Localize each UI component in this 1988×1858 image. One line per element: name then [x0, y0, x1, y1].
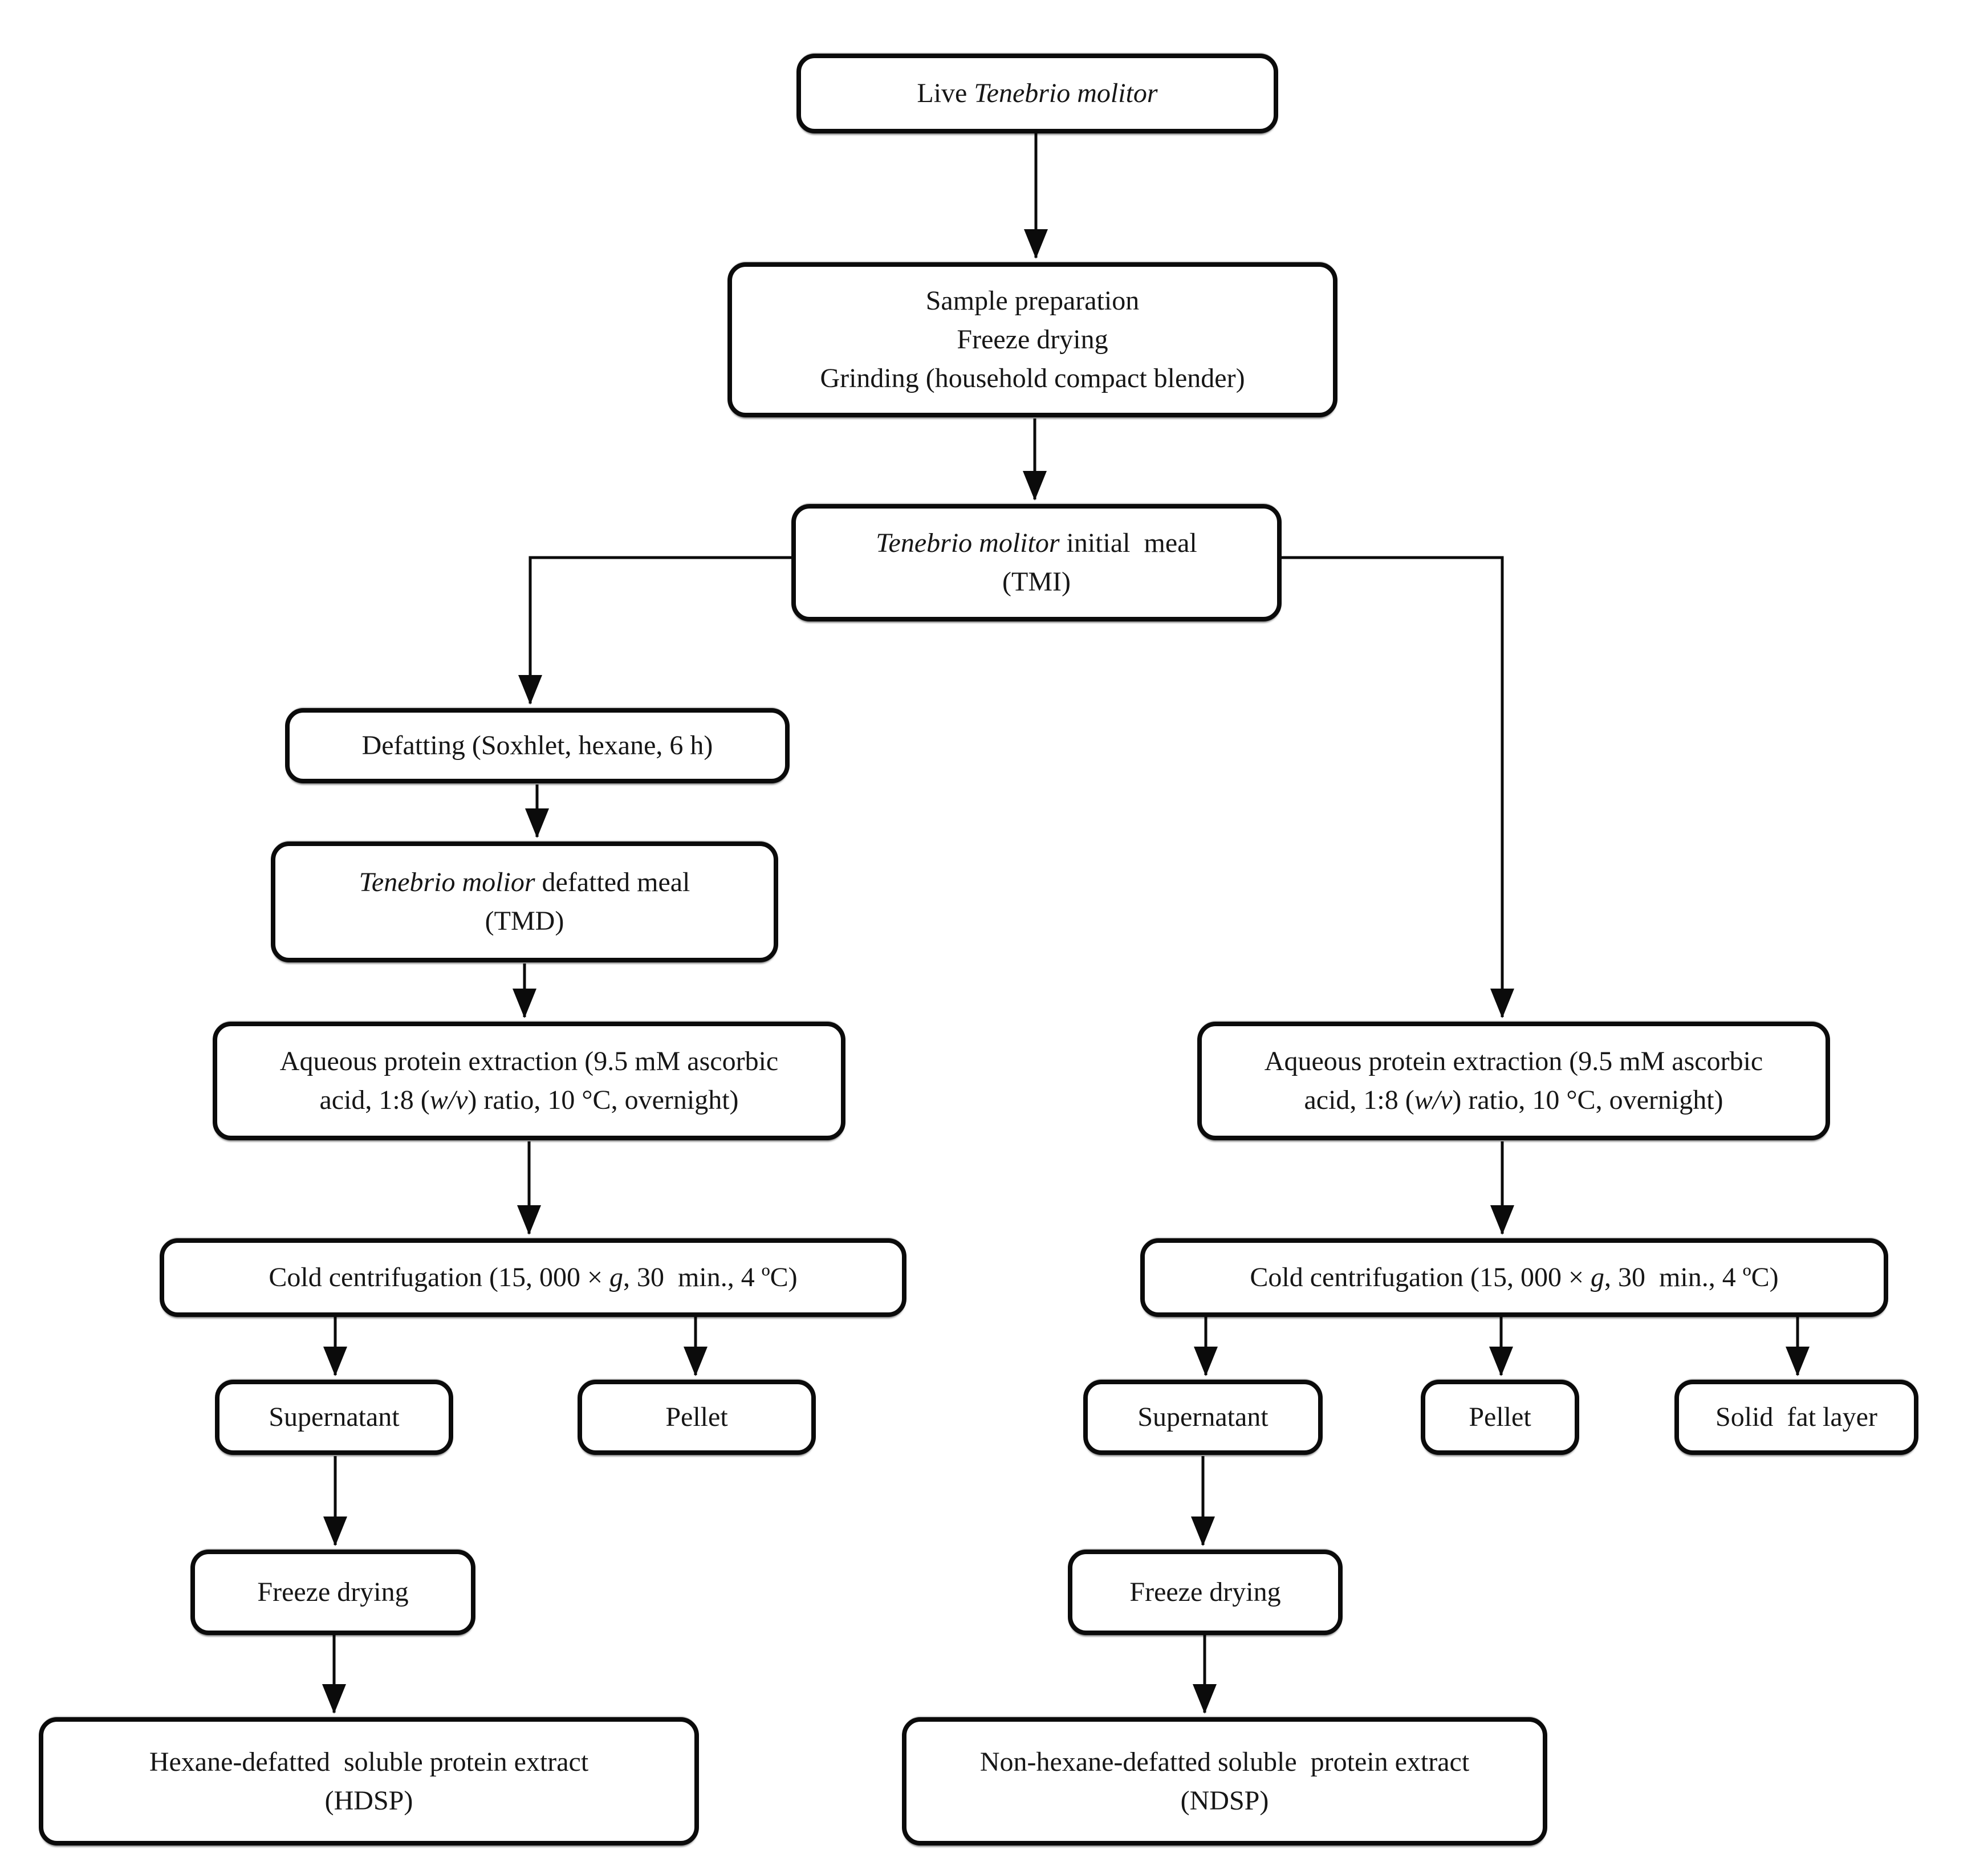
node-ndsp-extract: Non-hexane-defatted soluble protein extr…	[902, 1717, 1547, 1845]
node-label-line: Non-hexane-defatted soluble protein extr…	[980, 1743, 1469, 1782]
text-segment: Solid fat layer	[1715, 1402, 1877, 1432]
node-label: Defatting (Soxhlet, hexane, 6 h)	[362, 726, 713, 765]
text-segment: ) ratio, 10 °C, overnight)	[467, 1085, 739, 1115]
text-segment: acid, 1:8 (	[319, 1085, 430, 1115]
node-aqueous-extraction-left: Aqueous protein extraction (9.5 mM ascor…	[213, 1022, 845, 1140]
node-pellet-right: Pellet	[1421, 1380, 1579, 1455]
text-segment: defatted meal	[535, 867, 690, 897]
node-label-line: Sample preparation	[926, 282, 1140, 320]
node-label: Pellet	[1469, 1398, 1531, 1437]
node-label-line: Aqueous protein extraction (9.5 mM ascor…	[280, 1042, 778, 1081]
node-label: Freeze drying	[257, 1573, 408, 1612]
text-segment: ) ratio, 10 °C, overnight)	[1452, 1085, 1723, 1115]
node-label-line: Grinding (household compact blender)	[820, 359, 1245, 398]
text-segment: Pellet	[665, 1402, 728, 1432]
node-cold-centrifugation-right: Cold centrifugation (15, 000 × g, 30 min…	[1140, 1238, 1888, 1317]
node-live-tenebrio-molitor: Live Tenebrio molitor	[796, 54, 1278, 133]
connector-tmi-aq-right	[1282, 556, 1514, 1018]
node-label: Cold centrifugation (15, 000 × g, 30 min…	[1250, 1258, 1778, 1297]
text-segment: Defatting (Soxhlet, hexane, 6 h)	[361, 730, 713, 761]
node-abbreviation: (TMI)	[1002, 563, 1071, 601]
text-segment: initial meal	[1059, 528, 1197, 558]
text-segment: Pellet	[1469, 1402, 1531, 1432]
node-label-line: Freeze drying	[957, 320, 1108, 359]
node-label: Supernatant	[269, 1398, 399, 1437]
g-force-symbol: g	[1591, 1262, 1605, 1292]
species-name: Tenebrio molitor	[876, 528, 1060, 558]
text-segment: Hexane-defatted soluble protein extract	[149, 1746, 589, 1777]
text-segment: , 30 min., 4 ºC)	[623, 1262, 798, 1292]
species-name: Tenebrio molior	[359, 867, 535, 897]
text-segment: (TMI)	[1002, 567, 1071, 597]
node-label-line: Hexane-defatted soluble protein extract	[149, 1743, 588, 1782]
node-defatting: Defatting (Soxhlet, hexane, 6 h)	[285, 708, 790, 783]
text-segment: Supernatant	[1137, 1402, 1269, 1432]
text-segment: (HDSP)	[324, 1785, 413, 1816]
text-segment: (NDSP)	[1180, 1785, 1269, 1816]
text-segment: Sample preparation	[925, 286, 1140, 316]
node-sample-preparation: Sample preparation Freeze drying Grindin…	[727, 262, 1337, 417]
node-tmd-defatted-meal: Tenebrio molior defatted meal (TMD)	[271, 841, 778, 962]
node-pellet-left: Pellet	[578, 1380, 816, 1455]
node-label-line: Tenebrio molitor initial meal	[876, 524, 1197, 563]
text-segment: acid, 1:8 (	[1304, 1085, 1414, 1115]
node-label: Cold centrifugation (15, 000 × g, 30 min…	[269, 1258, 797, 1297]
connector-tmi-defatting	[518, 556, 791, 705]
node-label-line: Aqueous protein extraction (9.5 mM ascor…	[1265, 1042, 1763, 1081]
text-segment: Grinding (household compact blender)	[820, 363, 1245, 393]
text-segment: Aqueous protein extraction (9.5 mM ascor…	[1264, 1046, 1763, 1076]
node-label-line: acid, 1:8 (w/v) ratio, 10 °C, overnight)	[319, 1081, 738, 1120]
node-label-line: Tenebrio molior defatted meal	[359, 863, 690, 902]
node-label: Live Tenebrio molitor	[917, 74, 1157, 113]
node-label: Supernatant	[1137, 1398, 1268, 1437]
node-solid-fat-layer: Solid fat layer	[1674, 1380, 1918, 1455]
text-segment: (TMD)	[485, 906, 564, 936]
node-cold-centrifugation-left: Cold centrifugation (15, 000 × g, 30 min…	[160, 1238, 906, 1317]
node-abbreviation: (HDSP)	[325, 1782, 413, 1820]
node-aqueous-extraction-right: Aqueous protein extraction (9.5 mM ascor…	[1197, 1022, 1830, 1140]
text-segment: Non-hexane-defatted soluble protein extr…	[979, 1746, 1470, 1777]
g-force-symbol: g	[609, 1262, 624, 1292]
node-label: Pellet	[665, 1398, 727, 1437]
node-supernatant-left: Supernatant	[215, 1380, 453, 1455]
text-segment: , 30 min., 4 ºC)	[1604, 1262, 1779, 1292]
node-hdsp-extract: Hexane-defatted soluble protein extract …	[39, 1717, 699, 1845]
text-segment: Cold centrifugation (15, 000 ×	[1250, 1262, 1591, 1292]
node-label: Solid fat layer	[1715, 1398, 1877, 1437]
text-segment: Cold centrifugation (15, 000 ×	[269, 1262, 610, 1292]
text-segment: Supernatant	[269, 1402, 400, 1432]
ratio-notation: w/v	[429, 1085, 468, 1115]
text-segment: Live	[917, 78, 974, 108]
node-freeze-drying-right: Freeze drying	[1068, 1550, 1343, 1635]
node-supernatant-right: Supernatant	[1083, 1380, 1323, 1455]
text-segment: Freeze drying	[957, 324, 1108, 355]
text-segment: Freeze drying	[257, 1577, 409, 1607]
text-segment: Freeze drying	[1129, 1577, 1281, 1607]
node-freeze-drying-left: Freeze drying	[190, 1550, 475, 1635]
text-segment: Aqueous protein extraction (9.5 mM ascor…	[279, 1046, 779, 1076]
node-abbreviation: (NDSP)	[1181, 1782, 1269, 1820]
ratio-notation: w/v	[1414, 1085, 1453, 1115]
node-label: Freeze drying	[1129, 1573, 1280, 1612]
node-label-line: acid, 1:8 (w/v) ratio, 10 °C, overnight)	[1304, 1081, 1723, 1120]
species-name: Tenebrio molitor	[974, 78, 1158, 108]
node-abbreviation: (TMD)	[485, 902, 564, 941]
node-tmi-initial-meal: Tenebrio molitor initial meal (TMI)	[791, 504, 1282, 621]
